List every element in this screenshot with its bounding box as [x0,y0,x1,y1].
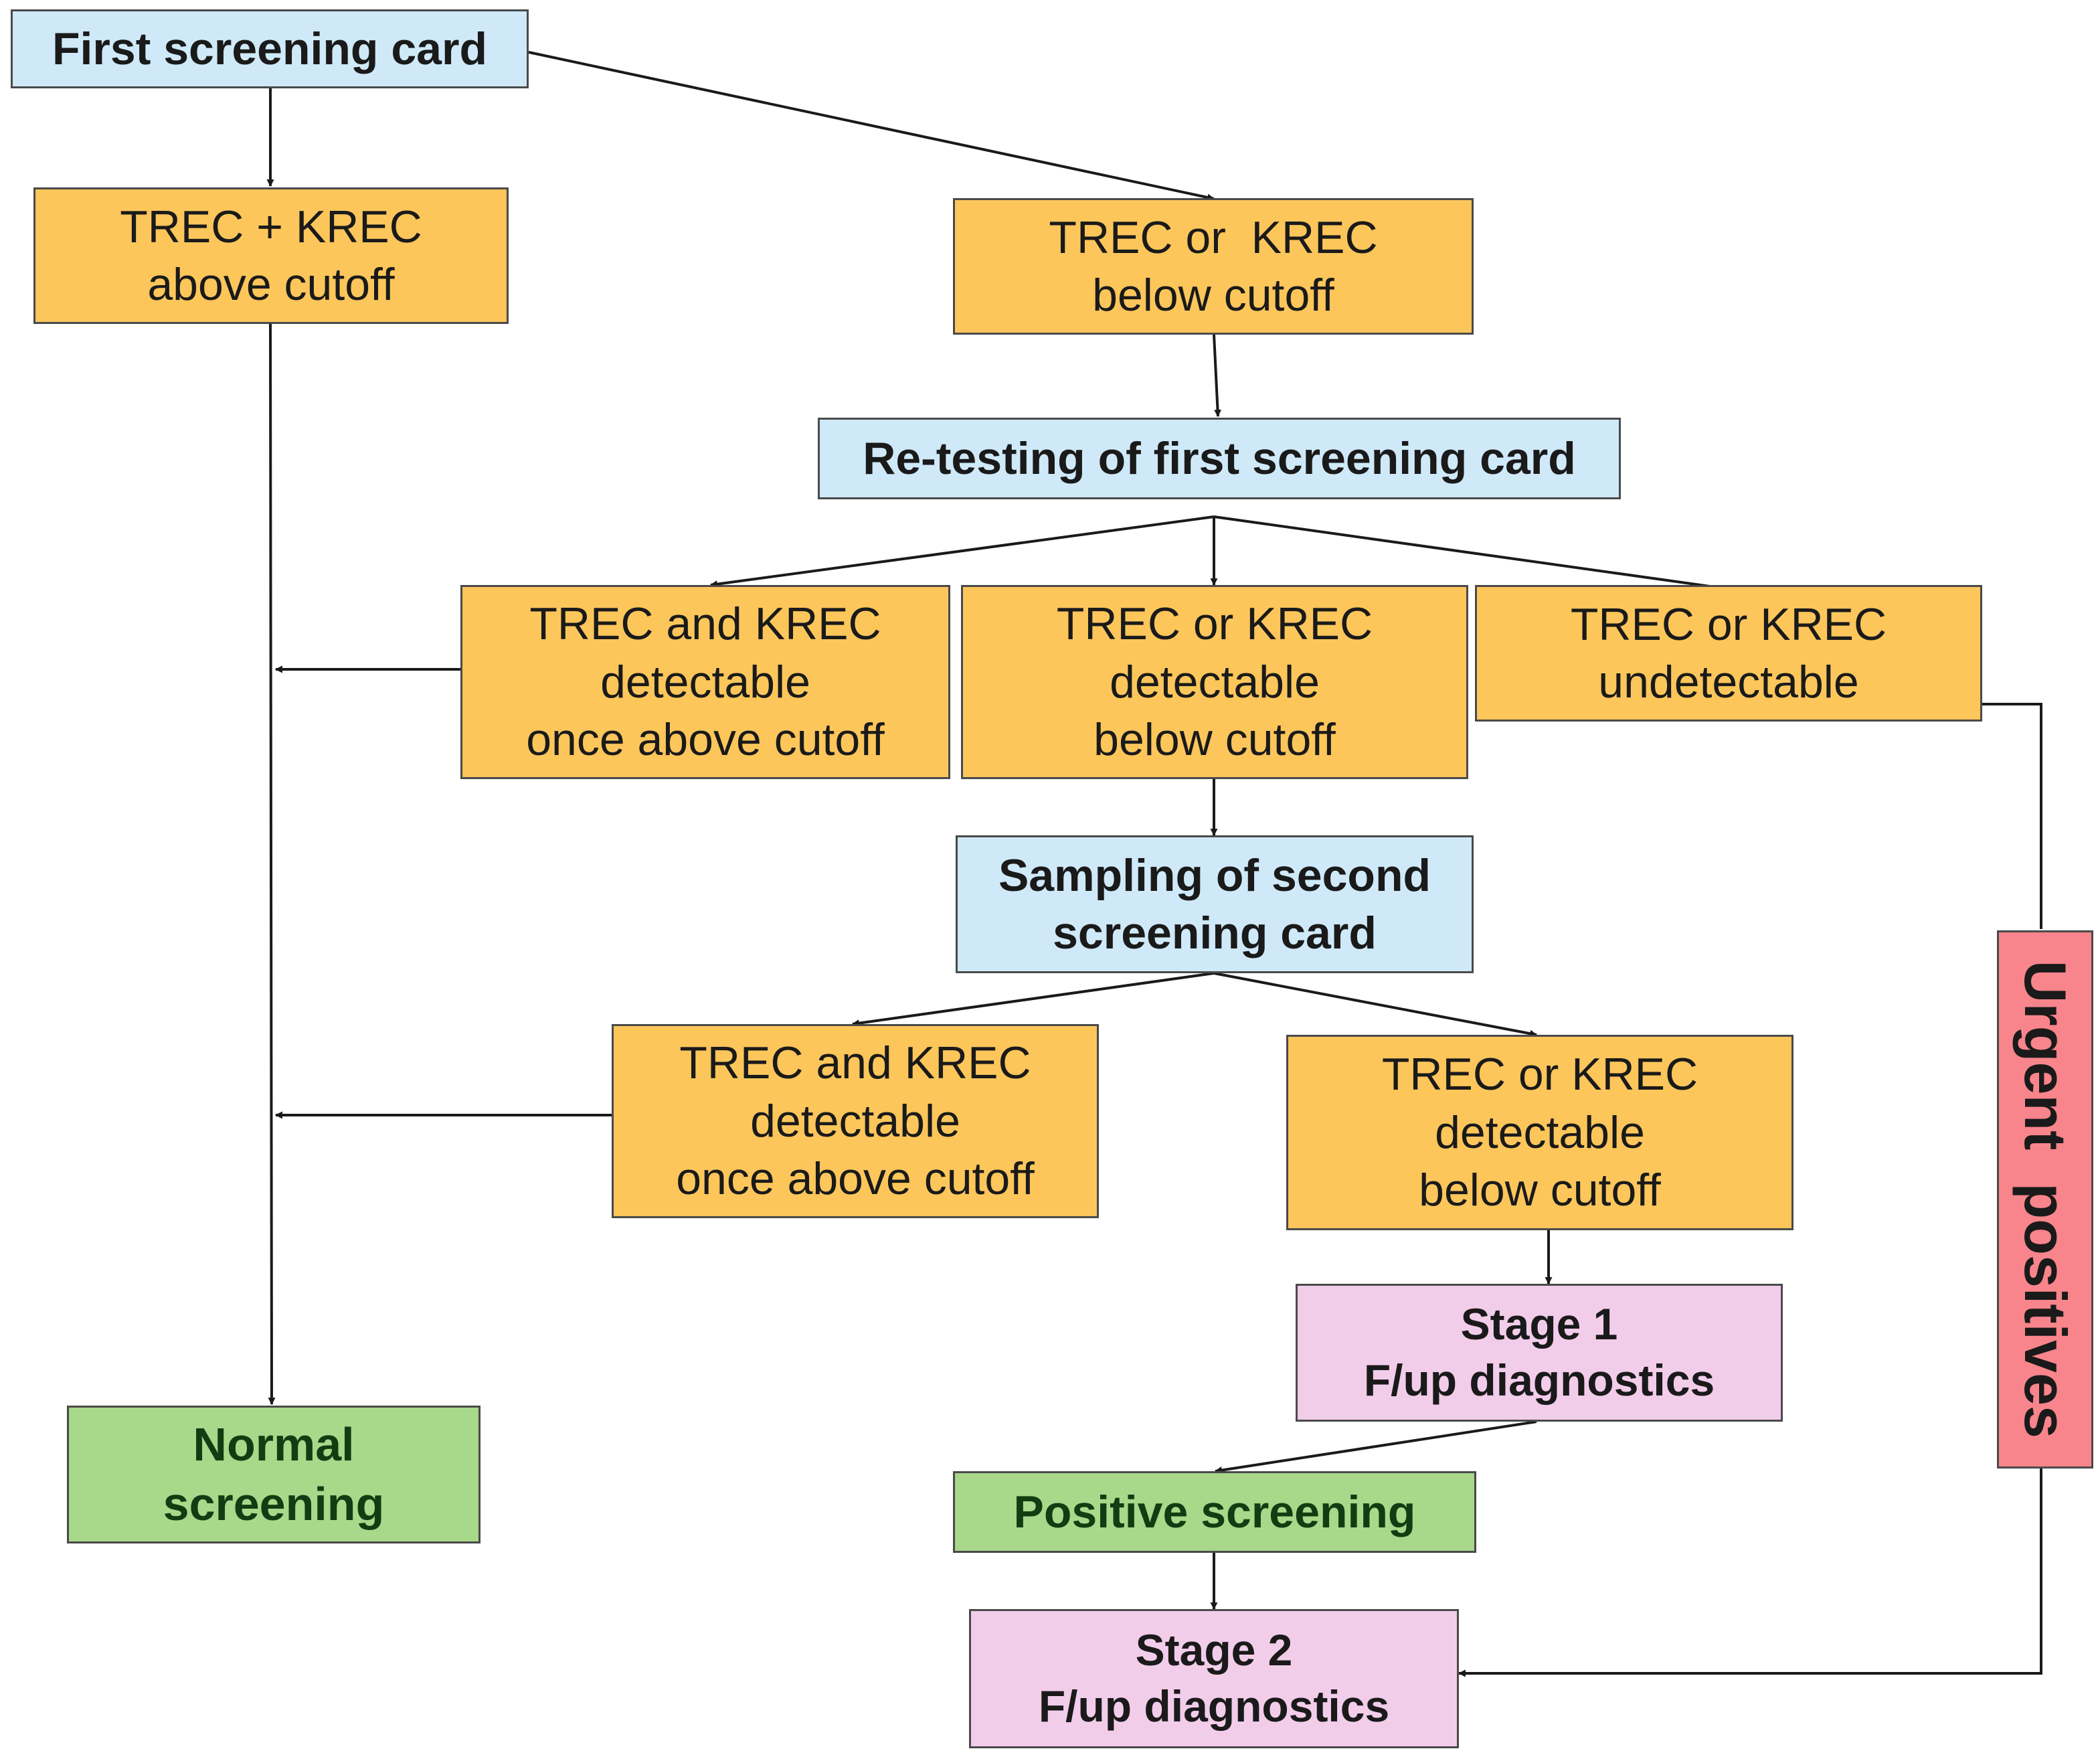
urgent-positives-label: Urgent positives [2012,960,2079,1438]
retesting-line-1: Re-testing of first screening card [863,432,1576,484]
normal-line-2: screening [163,1478,385,1530]
retest-above-line-2: detectable [600,656,810,707]
edge-second-card-to-second-below [1213,972,1538,1037]
second-card-line-2: screening card [1053,908,1377,958]
above-cutoff-box: TREC + KREC above cutoff [33,187,509,324]
below-cutoff-box: TREC or KREC below cutoff [953,198,1474,335]
second-above-line-2: detectable [750,1095,960,1147]
edge-urgent-to-stage2 [1458,1469,2042,1677]
second-below-line-3: below cutoff [1419,1165,1661,1216]
edge-below-cutoff-to-retesting [1213,334,1222,418]
retest-below-cutoff-box: TREC or KREC detectable below cutoff [961,585,1468,779]
second-screening-card-box: Sampling of second screening card [956,835,1474,973]
edge-retesting-to-retest-above [709,515,1215,588]
edge-first-card-to-below-cutoff [528,51,1215,201]
stage1-line-2: F/up diagnostics [1363,1355,1715,1405]
edge-above-cutoff-to-normal [268,323,276,1406]
edge-second-card-to-second-above [851,972,1215,1027]
retest-below-line-3: below cutoff [1093,714,1336,766]
first-screening-card-box: First screening card [11,9,529,88]
second-above-line-3: once above cutoff [676,1153,1035,1205]
stage1-diagnostics-box: Stage 1 F/up diagnostics [1296,1284,1783,1422]
below-cutoff-line-1: TREC or KREC [1049,212,1378,263]
stage1-line-1: Stage 1 [1460,1299,1618,1349]
normal-line-1: Normal [193,1418,355,1471]
stage2-line-1: Stage 2 [1135,1625,1293,1675]
edge-retesting-to-retest-undetectable [1213,515,1749,595]
edge-stage1-to-positive [1214,1420,1537,1474]
above-cutoff-line-2: above cutoff [147,259,395,310]
above-cutoff-line-1: TREC + KREC [120,201,422,252]
retesting-box: Re-testing of first screening card [818,418,1621,499]
retest-above-cutoff-box: TREC and KREC detectable once above cuto… [460,585,950,779]
retest-undetectable-line-2: undetectable [1598,657,1859,707]
stage2-line-2: F/up diagnostics [1038,1681,1390,1731]
retest-above-line-3: once above cutoff [526,714,885,766]
second-above-cutoff-box: TREC and KREC detectable once above cuto… [612,1024,1099,1218]
retest-above-line-1: TREC and KREC [529,598,881,650]
retest-undetectable-box: TREC or KREC undetectable [1475,585,1982,722]
retest-below-line-1: TREC or KREC [1056,598,1373,650]
second-below-line-1: TREC or KREC [1381,1049,1698,1100]
second-above-line-1: TREC and KREC [679,1037,1031,1089]
positive-line-1: Positive screening [1013,1486,1416,1537]
retest-undetectable-line-1: TREC or KREC [1570,598,1887,650]
urgent-positives-box: Urgent positives [1997,930,2093,1469]
first-screening-card-line-1: First screening card [52,23,488,74]
normal-screening-box: Normal screening [67,1406,480,1543]
positive-screening-box: Positive screening [953,1471,1476,1553]
second-below-line-2: detectable [1435,1106,1645,1158]
edge-retest-undetectable-to-urgent [1982,703,2042,929]
second-below-cutoff-box: TREC or KREC detectable below cutoff [1286,1035,1793,1230]
retest-below-line-2: detectable [1110,656,1320,707]
second-card-line-1: Sampling of second [998,849,1431,901]
below-cutoff-line-2: below cutoff [1092,270,1334,321]
stage2-diagnostics-box: Stage 2 F/up diagnostics [969,1609,1459,1748]
